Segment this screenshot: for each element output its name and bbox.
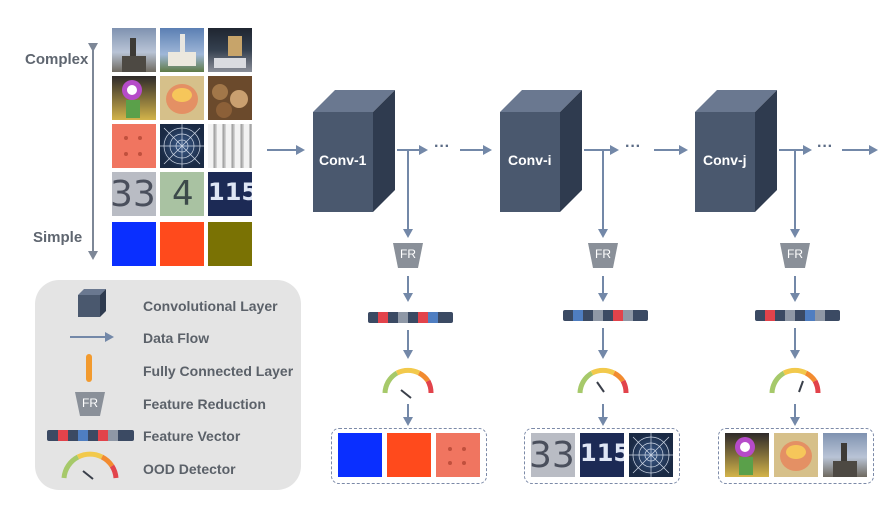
legend-vector-label: Feature Vector bbox=[143, 428, 241, 444]
ood-detector-2 bbox=[577, 367, 629, 394]
legend-vector-icon bbox=[47, 430, 134, 441]
conv-j-label: Conv-j bbox=[703, 152, 747, 168]
image-bedroom bbox=[208, 28, 252, 72]
image-teddy-bears bbox=[208, 76, 252, 120]
feature-vector-1 bbox=[368, 312, 453, 323]
output-digits-33-text: 33 bbox=[531, 435, 575, 476]
legend-conv-icon bbox=[78, 289, 106, 317]
output-spiderweb bbox=[629, 433, 673, 477]
legend-ood-icon bbox=[61, 451, 119, 480]
ellipsis-1: ··· bbox=[434, 138, 450, 155]
conv-i-label: Conv-i bbox=[508, 152, 552, 168]
axis-label-complex: Complex bbox=[25, 51, 89, 68]
digits-115-text: 115 bbox=[208, 178, 252, 206]
digit-4-text: 4 bbox=[172, 174, 194, 214]
fr-block-1 bbox=[393, 243, 423, 268]
output-digits-115-text: 115 bbox=[580, 439, 624, 467]
axis-label-simple: Simple bbox=[33, 229, 83, 246]
image-digit-4: 4 bbox=[160, 172, 204, 216]
fr-block-3 bbox=[780, 243, 810, 268]
image-church bbox=[160, 28, 204, 72]
output-church-sky bbox=[823, 433, 867, 477]
ellipsis-3: ··· bbox=[817, 138, 833, 155]
output-digits-115: 115 bbox=[580, 433, 624, 477]
output-solid-blue bbox=[338, 433, 382, 477]
fr-block-2 bbox=[588, 243, 618, 268]
fr-label-3: FR bbox=[787, 247, 803, 261]
conv-layer-j bbox=[695, 90, 777, 212]
output-cake bbox=[774, 433, 818, 477]
output-solid-orange bbox=[387, 433, 431, 477]
image-solid-olive bbox=[208, 222, 252, 266]
ellipsis-2: ··· bbox=[625, 138, 641, 155]
digits-33-text: 33 bbox=[112, 174, 156, 215]
legend-fc-label: Fully Connected Layer bbox=[143, 363, 294, 379]
legend-fr-icon bbox=[75, 392, 105, 416]
legend-fc-icon bbox=[86, 354, 92, 382]
output-digits-33: 33 bbox=[531, 433, 575, 477]
output-group-1 bbox=[331, 428, 487, 484]
image-solid-blue bbox=[112, 222, 156, 266]
output-toy-flower bbox=[725, 433, 769, 477]
legend-conv-label: Convolutional Layer bbox=[143, 298, 278, 314]
output-orange-fabric bbox=[436, 433, 480, 477]
legend-ood-label: OOD Detector bbox=[143, 461, 236, 477]
conv-layer-1 bbox=[313, 90, 395, 212]
legend-fr-label: Feature Reduction bbox=[143, 396, 266, 412]
conv-1-label: Conv-1 bbox=[319, 152, 367, 168]
image-digits-33: 33 bbox=[112, 172, 156, 216]
image-solid-orange bbox=[160, 222, 204, 266]
fr-label-1: FR bbox=[400, 247, 416, 261]
output-group-3 bbox=[718, 428, 874, 484]
image-digits-115: 115 bbox=[208, 172, 252, 216]
legend-flow-label: Data Flow bbox=[143, 330, 210, 346]
image-toy-flower bbox=[112, 76, 156, 120]
feature-vector-3 bbox=[755, 310, 840, 321]
image-orange-fabric bbox=[112, 124, 156, 168]
image-church-sky bbox=[112, 28, 156, 72]
fr-label-2: FR bbox=[595, 247, 611, 261]
output-group-2: 33 115 bbox=[524, 428, 680, 484]
feature-vector-2 bbox=[563, 310, 648, 321]
legend-fr-icon-label: FR bbox=[82, 396, 98, 410]
ood-detector-3 bbox=[769, 367, 821, 394]
conv-layer-i bbox=[500, 90, 582, 212]
image-spiderweb bbox=[160, 124, 204, 168]
image-cake bbox=[160, 76, 204, 120]
image-pleated-paper bbox=[208, 124, 252, 168]
ood-detector-1 bbox=[382, 367, 434, 399]
